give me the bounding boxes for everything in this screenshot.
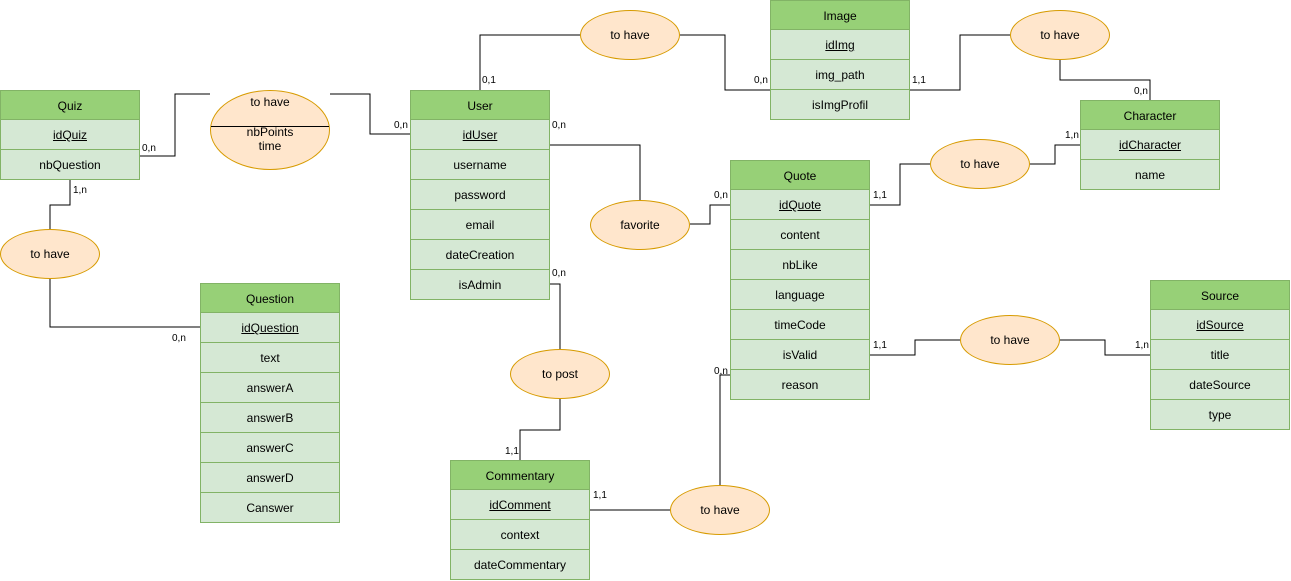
- relation-image-character[interactable]: to have: [1010, 10, 1110, 60]
- entity-field: nbQuestion: [0, 150, 140, 180]
- entity-field: name: [1080, 160, 1220, 190]
- cardinality-label: 1,1: [873, 340, 887, 351]
- cardinality-label: 1,n: [73, 185, 87, 196]
- relation-to-post[interactable]: to post: [510, 349, 610, 399]
- line-quote-to-have-commentary: [719, 374, 730, 485]
- cardinality-label: 0,1: [482, 75, 496, 86]
- line-source-to-have-quote: [1060, 339, 1150, 356]
- entity-field: answerC: [200, 433, 340, 463]
- entity-image[interactable]: Image idImg img_path isImgProfil: [770, 0, 910, 120]
- line-quote-to-have-character: [870, 163, 930, 206]
- entity-field: title: [1150, 340, 1290, 370]
- entity-field: dateCreation: [410, 240, 550, 270]
- relation-label: to have: [250, 95, 290, 109]
- line-quiz-to-have: [140, 93, 210, 157]
- cardinality-label: 1,1: [505, 446, 519, 457]
- entity-field: answerB: [200, 403, 340, 433]
- line-user-to-have-image: [479, 34, 580, 90]
- line-favorite-quote: [690, 204, 730, 225]
- cardinality-label: 1,n: [1135, 340, 1149, 351]
- entity-title: Commentary: [450, 460, 590, 490]
- entity-field: idUser: [410, 120, 550, 150]
- entity-commentary[interactable]: Commentary idComment context dateComment…: [450, 460, 590, 580]
- line-user-favorite: [550, 144, 641, 200]
- line-commentary-to-post: [519, 399, 561, 460]
- line-image-to-have-character: [910, 34, 1010, 91]
- entity-source[interactable]: Source idSource title dateSource type: [1150, 280, 1290, 430]
- cardinality-label: 1,1: [873, 190, 887, 201]
- entity-user[interactable]: User idUser username password email date…: [410, 90, 550, 300]
- relation-divider: [211, 126, 329, 127]
- cardinality-label: 0,n: [754, 75, 768, 86]
- entity-title: Character: [1080, 100, 1220, 130]
- cardinality-label: 0,n: [714, 190, 728, 201]
- entity-quiz[interactable]: Quiz idQuiz nbQuestion: [0, 90, 140, 180]
- line-user-to-post: [550, 283, 561, 349]
- cardinality-label: 0,n: [714, 366, 728, 377]
- entity-field: answerD: [200, 463, 340, 493]
- entity-field: timeCode: [730, 310, 870, 340]
- entity-field: content: [730, 220, 870, 250]
- line-character-to-have-quote: [1030, 144, 1080, 165]
- relation-attribute: nbPoints: [246, 125, 294, 139]
- entity-title: Quiz: [0, 90, 140, 120]
- cardinality-label: 0,n: [552, 268, 566, 279]
- line-quiz-to-have-question: [49, 180, 71, 229]
- entity-field: idImg: [770, 30, 910, 60]
- line-user-to-have-quiz: [330, 93, 410, 135]
- cardinality-label: 0,n: [552, 120, 566, 131]
- entity-quote[interactable]: Quote idQuote content nbLike language ti…: [730, 160, 870, 400]
- entity-question[interactable]: Question idQuestion text answerA answerB…: [200, 283, 340, 523]
- line-image-to-have-user: [680, 34, 770, 91]
- entity-field: answerA: [200, 373, 340, 403]
- cardinality-label: 0,n: [172, 333, 186, 344]
- line-quote-to-have-source: [870, 339, 960, 356]
- entity-field: idSource: [1150, 310, 1290, 340]
- entity-field: reason: [730, 370, 870, 400]
- relation-favorite[interactable]: favorite: [590, 200, 690, 250]
- entity-field: idQuestion: [200, 313, 340, 343]
- cardinality-label: 1,n: [1065, 130, 1079, 141]
- entity-field: type: [1150, 400, 1290, 430]
- cardinality-label: 0,n: [142, 143, 156, 154]
- cardinality-label: 1,1: [912, 75, 926, 86]
- cardinality-label: 0,n: [1134, 86, 1148, 97]
- entity-field: Canswer: [200, 493, 340, 523]
- relation-user-image[interactable]: to have: [580, 10, 680, 60]
- entity-title: Source: [1150, 280, 1290, 310]
- line-character-to-have-image: [1059, 59, 1151, 100]
- relation-quote-character[interactable]: to have: [930, 139, 1030, 189]
- entity-field: nbLike: [730, 250, 870, 280]
- entity-field: dateSource: [1150, 370, 1290, 400]
- entity-field: isValid: [730, 340, 870, 370]
- entity-character[interactable]: Character idCharacter name: [1080, 100, 1220, 190]
- entity-field: dateCommentary: [450, 550, 590, 580]
- relation-quote-source[interactable]: to have: [960, 315, 1060, 365]
- entity-title: Quote: [730, 160, 870, 190]
- relation-quiz-user[interactable]: to have nbPoints time: [210, 90, 330, 170]
- entity-title: Question: [200, 283, 340, 313]
- entity-title: User: [410, 90, 550, 120]
- relation-attribute: time: [258, 139, 282, 153]
- entity-field: idQuote: [730, 190, 870, 220]
- entity-field: idCharacter: [1080, 130, 1220, 160]
- cardinality-label: 0,n: [394, 120, 408, 131]
- entity-field: context: [450, 520, 590, 550]
- entity-field: isAdmin: [410, 270, 550, 300]
- entity-field: language: [730, 280, 870, 310]
- cardinality-label: 1,1: [593, 490, 607, 501]
- entity-field: idComment: [450, 490, 590, 520]
- entity-field: img_path: [770, 60, 910, 90]
- entity-field: password: [410, 180, 550, 210]
- entity-title: Image: [770, 0, 910, 30]
- entity-field: idQuiz: [0, 120, 140, 150]
- relation-comment-quote[interactable]: to have: [670, 485, 770, 535]
- entity-field: email: [410, 210, 550, 240]
- entity-field: username: [410, 150, 550, 180]
- entity-field: isImgProfil: [770, 90, 910, 120]
- entity-field: text: [200, 343, 340, 373]
- relation-quiz-question[interactable]: to have: [0, 229, 100, 279]
- line-question-to-have-quiz: [49, 279, 200, 328]
